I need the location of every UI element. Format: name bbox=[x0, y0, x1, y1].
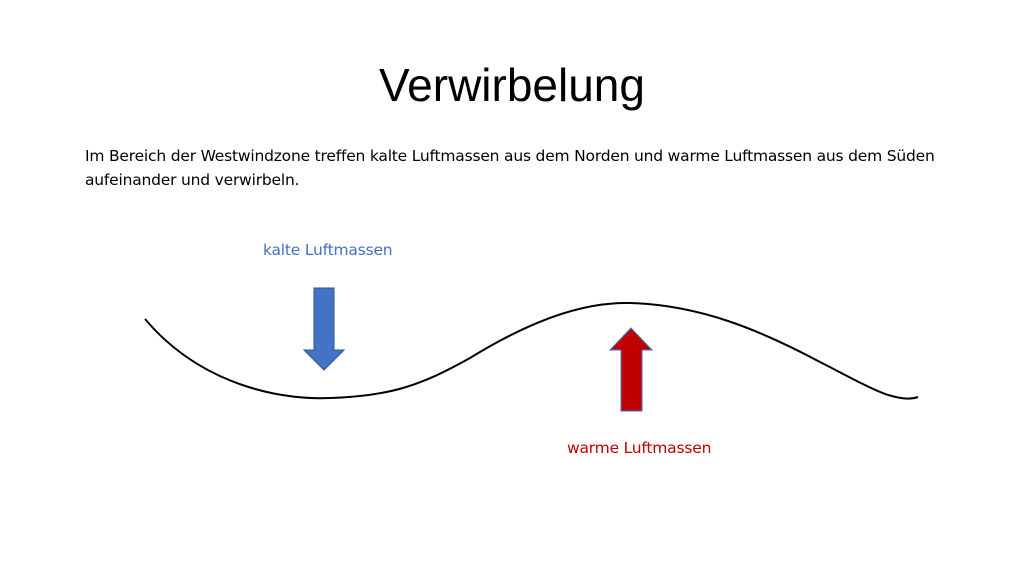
front-wave-line bbox=[144, 301, 919, 400]
arrow-up-icon bbox=[608, 327, 654, 412]
warm-air-masses-label: warme Luftmassen bbox=[567, 439, 712, 457]
arrow-down-icon bbox=[302, 287, 346, 371]
slide-title: Verwirbelung bbox=[379, 59, 645, 111]
slide-body-text: Im Bereich der Westwindzone treffen kalt… bbox=[85, 147, 935, 189]
cold-air-masses-label: kalte Luftmassen bbox=[263, 241, 393, 259]
